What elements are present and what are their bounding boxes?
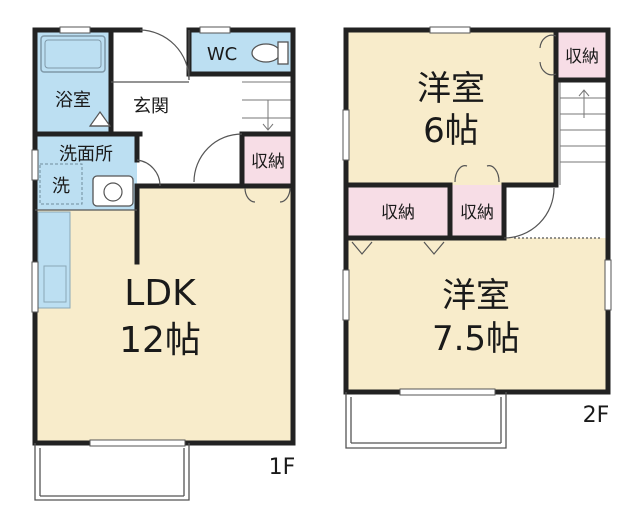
ldk-name-label: LDK (124, 273, 197, 314)
bathtub (40, 35, 106, 73)
floor-1f-label: 1F (269, 455, 296, 480)
toilet-label: WC (207, 44, 237, 65)
kitchen-sink (43, 265, 67, 303)
room-north-size-label: 6帖 (423, 111, 479, 151)
room-north-name-label: 洋室 (417, 69, 485, 109)
washer-pan (39, 163, 83, 205)
room-south-name-label: 洋室 (442, 276, 510, 316)
hall-2f-floor (504, 185, 608, 238)
toilet-icon (251, 41, 289, 65)
stairs-1f (242, 81, 293, 131)
door-swing-ldk (193, 133, 243, 183)
kitchen-counter (37, 211, 71, 309)
closet-mid-left-floor (346, 185, 450, 238)
door-swing-entrance (139, 29, 190, 81)
washer-label: 洗 (52, 176, 70, 197)
balcony-2f (345, 392, 507, 449)
room-south-size-label: 7.5帖 (432, 319, 520, 359)
floor-2f: 洋室 6帖 洋室 7.5帖 収納 収納 収納 2F (342, 26, 612, 449)
floor-1f: LDK 12帖 浴室 玄関 WC 洗面所 洗 収納 1F (31, 26, 296, 501)
windows-2f (342, 26, 612, 396)
closet-ne-label: 収納 (565, 47, 599, 67)
closet-mid-right-floor (450, 185, 504, 238)
bath-label: 浴室 (55, 90, 91, 111)
windows-1f (31, 26, 231, 447)
floor-2f-label: 2F (583, 403, 610, 428)
terrace-1f (34, 443, 190, 501)
room-north-floor (346, 30, 556, 185)
closet-1f-floor (242, 134, 293, 186)
washroom-label: 洗面所 (59, 144, 113, 165)
door-swing-wash (136, 159, 161, 187)
washbasin-icon (92, 175, 134, 207)
closet-ne-floor (556, 30, 608, 80)
entrance-label: 玄関 (133, 96, 169, 117)
entrance-floor (111, 82, 189, 134)
room-south-floor (346, 238, 608, 392)
closet-1f-label: 収納 (251, 152, 285, 172)
ldk-floor (35, 186, 293, 443)
ldk-size-label: 12帖 (119, 320, 201, 361)
closet-mid-right-label: 収納 (460, 203, 494, 223)
stairs-2f (559, 80, 608, 185)
closet-mid-left-label: 収納 (381, 203, 415, 223)
